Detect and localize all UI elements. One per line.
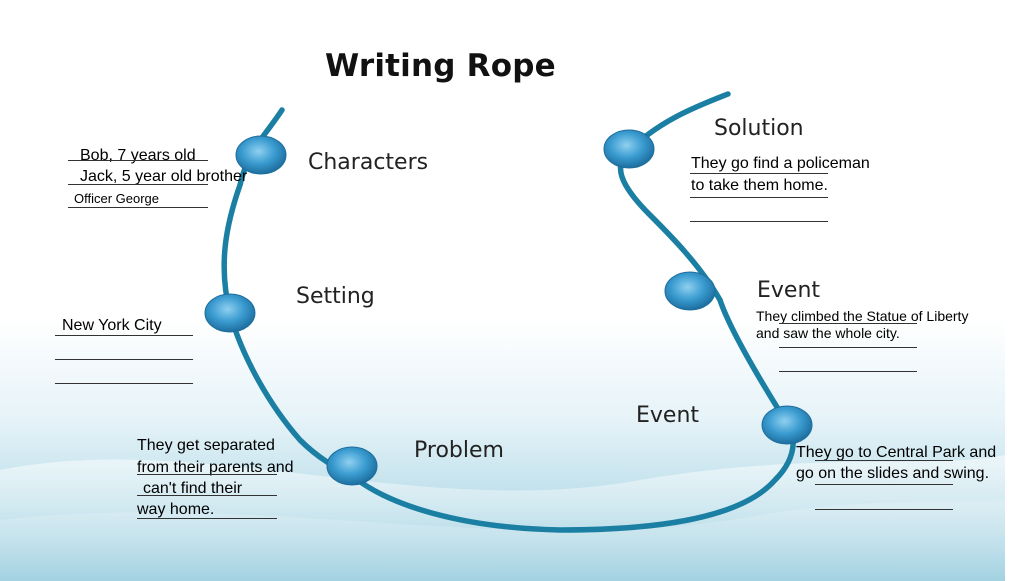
- answer-line: [779, 371, 917, 372]
- problem-note: from their parents and: [137, 459, 294, 476]
- answer-line: [815, 509, 953, 510]
- event-node: [761, 405, 813, 445]
- answer-line: [137, 474, 277, 475]
- problem-note: can't find their: [143, 480, 243, 497]
- solution-note: to take them home.: [691, 177, 828, 194]
- characters-note: Officer George: [74, 191, 160, 206]
- answer-line: [68, 207, 208, 208]
- answer-line: [779, 323, 917, 324]
- problem-label: Problem: [414, 438, 504, 463]
- answer-line: [690, 221, 828, 222]
- answer-line: [55, 359, 193, 360]
- answer-line: [55, 335, 193, 336]
- event-label: Event: [636, 403, 700, 428]
- setting-note: New York City: [62, 317, 162, 334]
- characters-label: Characters: [308, 150, 429, 175]
- characters-note: Bob, 7 years old: [80, 147, 196, 164]
- solution-node: [603, 129, 655, 169]
- event-label: Event: [757, 278, 821, 303]
- answer-line: [779, 347, 917, 348]
- page-margin: [1005, 0, 1024, 581]
- answer-line: [137, 518, 277, 519]
- setting-label: Setting: [296, 284, 375, 309]
- answer-line: [68, 160, 208, 161]
- background-wave: [0, 455, 1005, 581]
- background-wave: [0, 500, 1005, 581]
- event-note: They climbed the Statue of Liberty: [756, 308, 969, 324]
- problem-note: They get separated: [137, 437, 275, 454]
- solution-label: Solution: [714, 116, 804, 141]
- setting-node: [204, 293, 256, 333]
- answer-line: [55, 383, 193, 384]
- answer-line: [815, 484, 953, 485]
- answer-line: [815, 460, 953, 461]
- event-note: go on the slides and swing.: [796, 465, 990, 482]
- characters-node: [235, 135, 287, 175]
- answer-line: [690, 173, 828, 174]
- event-note: and saw the whole city.: [756, 325, 900, 341]
- problem-node: [326, 446, 378, 486]
- answer-line: [68, 184, 208, 185]
- event-note: They go to Central Park and: [796, 444, 997, 461]
- answer-line: [690, 197, 828, 198]
- solution-note: They go find a policeman: [691, 155, 870, 172]
- answer-line: [137, 495, 277, 496]
- event-node: [664, 271, 716, 311]
- problem-note: way home.: [137, 501, 215, 518]
- page-title: Writing Rope: [325, 48, 556, 84]
- characters-note: Jack, 5 year old brother: [80, 168, 248, 185]
